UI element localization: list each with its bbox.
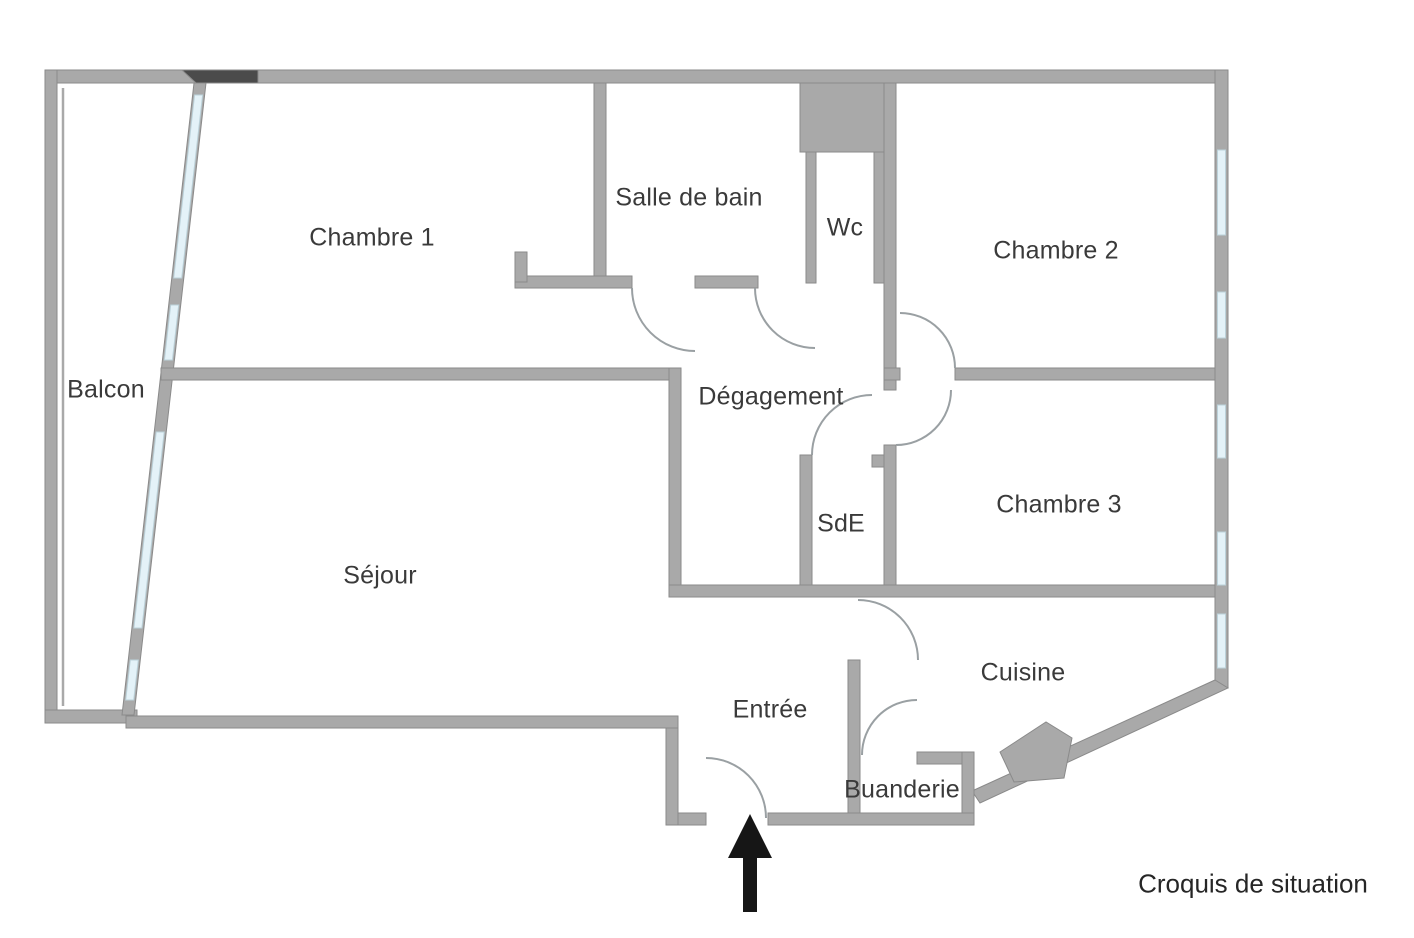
room-label-entree: Entrée — [732, 695, 808, 724]
room-label-degagement: Dégagement — [698, 382, 844, 411]
entrance-arrow-icon — [728, 814, 772, 912]
window-balcony-3 — [133, 431, 165, 629]
wall-entree-left — [665, 715, 679, 826]
windows — [125, 94, 1226, 701]
wall-sdb-bottom-a — [514, 275, 633, 289]
window-right-4 — [1217, 531, 1226, 586]
exterior-walls — [44, 69, 1230, 804]
window-balcony-4 — [125, 659, 139, 701]
window-right-3 — [1217, 404, 1226, 459]
room-label-chambre-3: Chambre 3 — [996, 490, 1122, 519]
wall-middle-horizontal — [668, 584, 1216, 598]
wall-chambre2-bottom-a — [883, 367, 901, 381]
room-label-wc: Wc — [826, 213, 864, 242]
door-arc-sde — [811, 394, 873, 456]
wall-chambre2-left — [883, 82, 897, 381]
door-arc-entrance — [705, 757, 767, 819]
window-right-1 — [1217, 149, 1226, 236]
window-right-2 — [1217, 291, 1226, 339]
door-arc-wc — [754, 287, 816, 349]
room-label-chambre-2: Chambre 2 — [993, 236, 1119, 265]
wall-dark-segment — [180, 69, 259, 84]
window-balcony-1 — [173, 94, 204, 279]
room-label-balcon: Balcon — [67, 375, 145, 404]
wall-sejour-bottom — [125, 715, 679, 729]
wall-sejour-degagement — [668, 367, 682, 598]
situation-caption: Croquis de situation — [1138, 868, 1368, 899]
room-label-salle-de-bain: Salle de bain — [615, 183, 763, 212]
room-label-sejour: Séjour — [343, 561, 417, 590]
room-label-buanderie: Buanderie — [844, 775, 960, 804]
window-balcony-2 — [163, 304, 180, 361]
door-arc-chambre-3 — [895, 389, 952, 446]
wall-chambre3-left-a — [883, 379, 897, 391]
room-label-chambre-1: Chambre 1 — [309, 223, 435, 252]
door-arcs — [631, 287, 956, 819]
wall-balcony-left — [44, 69, 58, 724]
wall-bottom-b — [767, 812, 975, 826]
wall-sde-top-stub — [871, 454, 885, 468]
wall-chambre1-sejour — [160, 367, 682, 381]
wall-chambre2-bottom-b — [954, 367, 1216, 381]
entry-porch-shape — [999, 721, 1073, 783]
door-arc-salle-de-bain — [631, 287, 696, 352]
wall-wc-top-block — [799, 82, 891, 153]
door-arc-buanderie — [861, 699, 918, 756]
wall-chambre3-left-b — [883, 444, 897, 598]
wall-sdb-bottom-stub — [514, 251, 528, 283]
wall-wc-left — [805, 151, 817, 284]
wall-wc-right — [873, 151, 885, 284]
interior-walls — [125, 82, 1216, 826]
wall-sdb-bottom-b — [694, 275, 759, 289]
wall-diagonal-southeast — [971, 679, 1230, 804]
room-label-cuisine: Cuisine — [980, 658, 1066, 687]
room-label-sde: SdE — [817, 509, 865, 538]
wall-sdb-left — [593, 82, 607, 284]
door-arc-cuisine — [857, 599, 919, 661]
window-right-5 — [1217, 613, 1226, 669]
door-arc-chambre-2 — [899, 312, 956, 369]
wall-sde-left — [799, 454, 813, 598]
